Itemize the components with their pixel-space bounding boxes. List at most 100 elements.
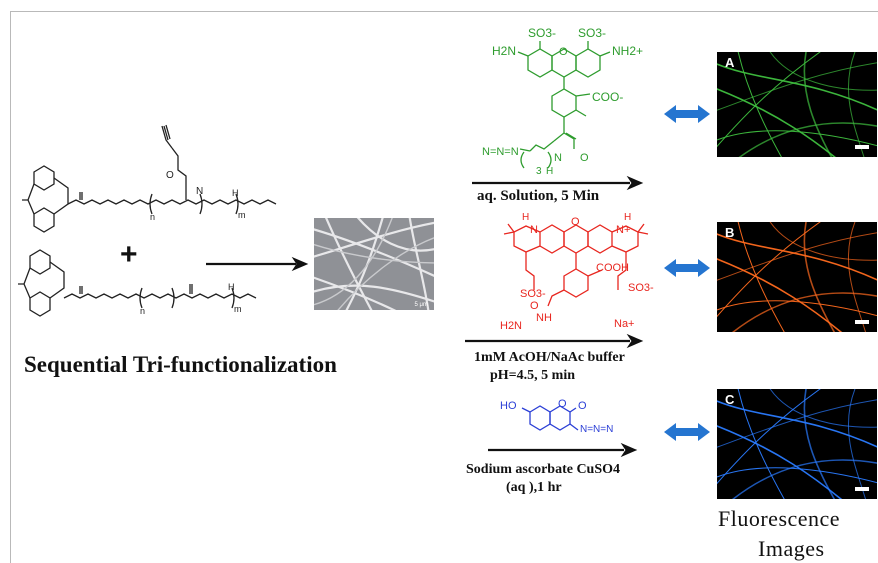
fiber-strand	[717, 399, 877, 448]
lower-bracket-n	[139, 287, 175, 309]
panel-b-letter: B	[725, 225, 735, 240]
arrow-step2-head	[626, 333, 644, 349]
fluorescence-panel-c: C	[717, 389, 877, 499]
fiber-strand	[717, 389, 821, 485]
fiber-strand	[717, 425, 843, 499]
sem-scalebar-label: 5 μm	[414, 302, 428, 308]
panel-b-scalebar	[855, 320, 869, 324]
fiber-strand	[717, 63, 877, 111]
step1-sub3: 3	[536, 166, 542, 177]
fiber-strand	[717, 300, 877, 317]
step2-nh: NH	[536, 312, 552, 324]
step1-so3-left: SO3-	[528, 26, 557, 40]
step2-na: Na+	[614, 318, 635, 330]
step1-h: H	[546, 166, 554, 177]
step2-n-plus: N+	[616, 224, 631, 236]
step3-o1: O	[558, 398, 567, 410]
step2-condition-line1: 1mM AcOH/NaAc buffer	[474, 350, 625, 365]
lower-carbonyls	[79, 284, 193, 294]
upper-bracket-m	[235, 193, 239, 215]
step1-o-amide: O	[580, 152, 589, 164]
step1-so3-right: SO3-	[578, 26, 607, 40]
step1-nh2-plus: NH2+	[612, 44, 644, 58]
upper-chain	[67, 199, 277, 205]
panel-b-fibers	[717, 222, 877, 332]
upper-cyclooctyne	[22, 177, 69, 215]
alkyne	[161, 124, 173, 149]
double-arrow-1	[664, 105, 710, 123]
double-arrow-2	[664, 259, 710, 277]
fiber-strand	[731, 292, 877, 332]
label-upper-n: n	[150, 212, 156, 222]
step2-h-left: H	[522, 212, 530, 223]
label-lower-h: H	[228, 282, 235, 292]
step1-o-ring: O	[559, 46, 568, 58]
step1-condition: aq. Solution, 5 Min	[477, 188, 600, 204]
fiber-strand	[803, 52, 833, 157]
fiber-strand	[717, 130, 877, 147]
label-oxime-o: O	[166, 170, 174, 181]
step3-condition-line1: Sodium ascorbate CuSO4	[466, 462, 621, 477]
fiber-strand	[769, 222, 877, 261]
fiber-strand	[737, 389, 785, 499]
panel-a-letter: A	[725, 55, 735, 70]
step2-n-left: N	[530, 224, 538, 236]
fiber-strand	[847, 222, 867, 332]
panel-a-scalebar	[855, 145, 869, 149]
fiber-strand	[847, 389, 867, 499]
fiber-strand	[737, 222, 785, 332]
panel-c-scalebar	[855, 487, 869, 491]
step2-cooh: COOH	[596, 262, 629, 274]
frame-top-line	[10, 11, 878, 12]
fiber-strand	[717, 467, 877, 484]
fiber-strand	[717, 258, 843, 332]
step3-o2: O	[578, 400, 587, 412]
fiber-strand	[803, 222, 836, 332]
fiber-strand	[731, 459, 877, 499]
panel-a-fibers	[717, 52, 877, 157]
frame-left-line	[10, 11, 11, 563]
step2-o-ring: O	[571, 216, 580, 228]
label-upper-m: m	[238, 210, 246, 220]
step1-h2n: H2N	[492, 44, 517, 58]
step2-so3-left: SO3-	[520, 288, 546, 300]
images-title-line1: Fluorescence	[718, 506, 841, 531]
images-title-line2: Images	[758, 536, 825, 561]
lower-chain	[63, 293, 257, 299]
step1-coo: COO-	[592, 90, 624, 104]
step2-condition-line2: pH=4.5, 5 min	[490, 368, 575, 383]
step2-o-amide: O	[530, 300, 539, 312]
arrow-to-fibers-head	[291, 256, 309, 272]
fluorescence-panel-b: B	[717, 222, 877, 332]
step1-azide: N=N=N	[482, 146, 519, 158]
fiber-strand	[717, 222, 821, 318]
upper-benzene-bottom	[33, 207, 55, 233]
fiber-strand	[847, 52, 865, 157]
double-arrow-3	[664, 423, 710, 441]
arrow-step3-head	[620, 442, 638, 458]
lower-cyclooctyne	[18, 261, 65, 299]
fluorescence-panel-a: A	[717, 52, 877, 157]
lower-bracket-m	[231, 287, 235, 309]
upper-carbonyl	[79, 192, 83, 200]
upper-bracket-n	[149, 193, 203, 215]
sem-fibers	[314, 218, 434, 310]
label-upper-h: H	[232, 188, 239, 198]
step2-h2n: H2N	[500, 320, 523, 332]
label-lower-n: n	[140, 306, 146, 316]
arrow-step1-head	[626, 175, 644, 191]
fiber-strand	[769, 389, 877, 428]
lower-benzene-bottom	[29, 291, 51, 317]
fiber-strand	[717, 52, 821, 148]
fiber-strand	[737, 52, 782, 157]
fiber-strand	[769, 52, 877, 91]
fiber-strand	[717, 400, 877, 448]
main-title: Sequential Tri-functionalization	[24, 352, 337, 377]
step3-azide: N=N=N	[580, 424, 614, 435]
step1-nh: N	[554, 152, 562, 164]
fiber-strand	[717, 62, 877, 111]
